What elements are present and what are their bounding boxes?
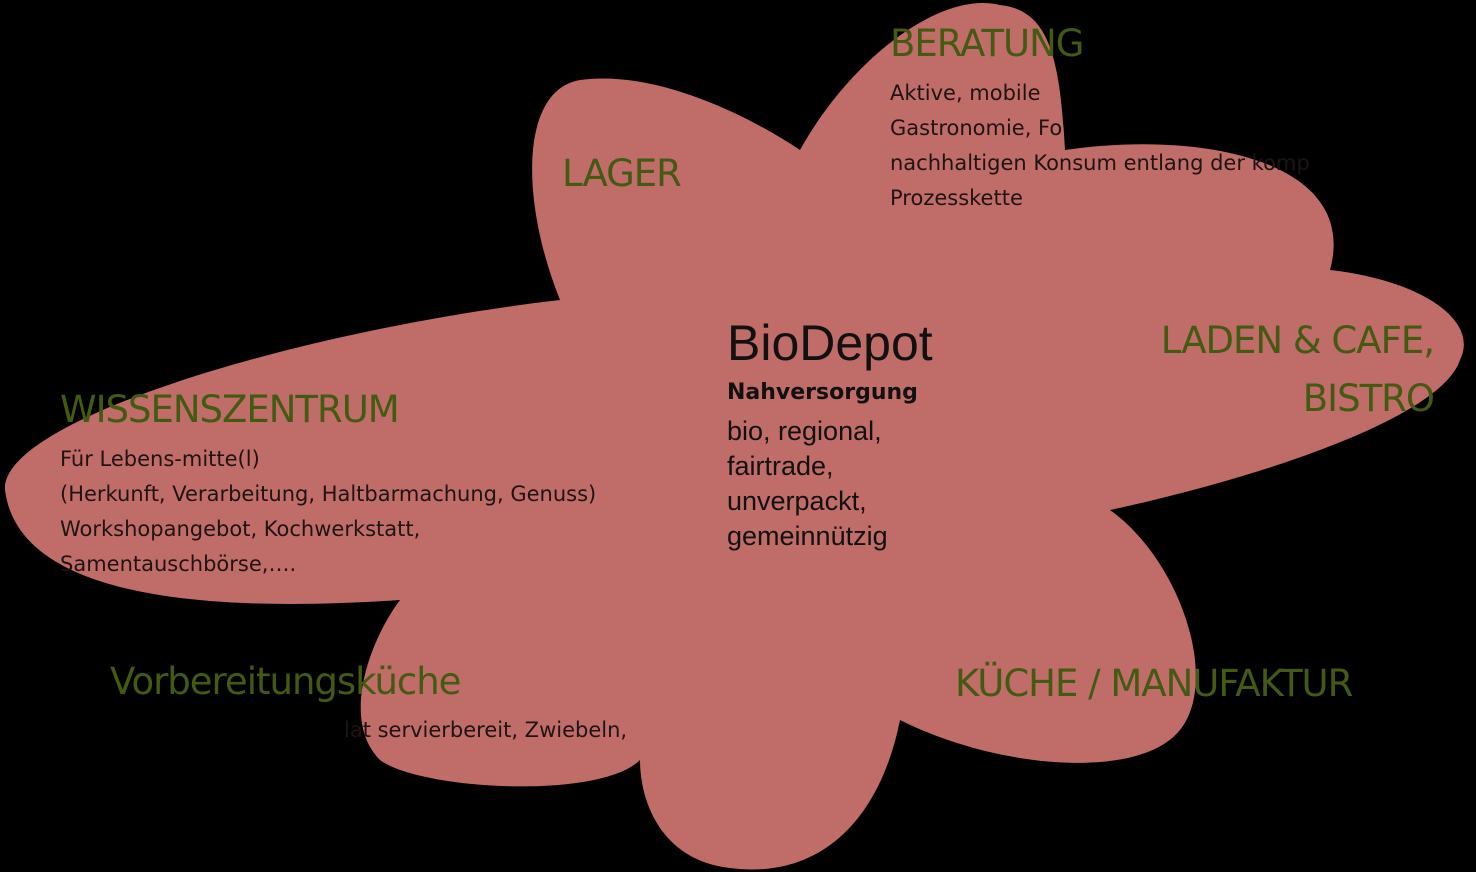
wissen-line: Workshopangebot, Kochwerkstatt, <box>60 517 421 541</box>
lager-title: LAGER <box>562 152 682 195</box>
wissen-title: WISSENSZENTRUM <box>60 388 400 431</box>
beratung-line: Prozesskette <box>890 186 1023 210</box>
center-line: bio, regional, <box>727 416 882 446</box>
center-line: unverpackt, <box>727 486 867 516</box>
wissen-text: Für Lebens-mitte(l) (Herkunft, Verarbeit… <box>60 442 596 582</box>
center-line: fairtrade, <box>727 451 834 481</box>
center-subtitle: Nahversorgung <box>727 380 918 405</box>
center-line: gemeinnützig <box>727 521 888 551</box>
beratung-line: Gastronomie, Fo <box>890 116 1063 140</box>
laden-title-line2: BISTRO <box>1302 377 1435 420</box>
vorbereitung-text: lat servierbereit, Zwiebeln, <box>344 718 628 742</box>
beratung-title: BERATUNG <box>890 22 1084 65</box>
center-text: bio, regional, fairtrade, unverpackt, ge… <box>727 414 888 554</box>
wissen-line: (Herkunft, Verarbeitung, Haltbarmachung,… <box>60 482 597 506</box>
beratung-text: Aktive, mobile Gastronomie, Fo nachhalti… <box>890 76 1310 216</box>
laden-title-line1: LADEN & CAFE, <box>1160 319 1435 362</box>
vorbereitung-title: Vorbereitungsküche <box>110 660 461 703</box>
flower-petals <box>4 2 1464 870</box>
beratung-line: nachhaltigen Konsum entlang der komp <box>890 151 1310 175</box>
laden-title: LADEN & CAFE, BISTRO <box>1160 312 1435 428</box>
wissen-line: Für Lebens-mitte(l) <box>60 447 260 471</box>
wissen-line: Samentauschbörse,…. <box>60 552 297 576</box>
center-title: BioDepot <box>727 315 933 371</box>
kueche-title: KÜCHE / MANUFAKTUR <box>955 662 1353 705</box>
beratung-line: Aktive, mobile <box>890 81 1041 105</box>
